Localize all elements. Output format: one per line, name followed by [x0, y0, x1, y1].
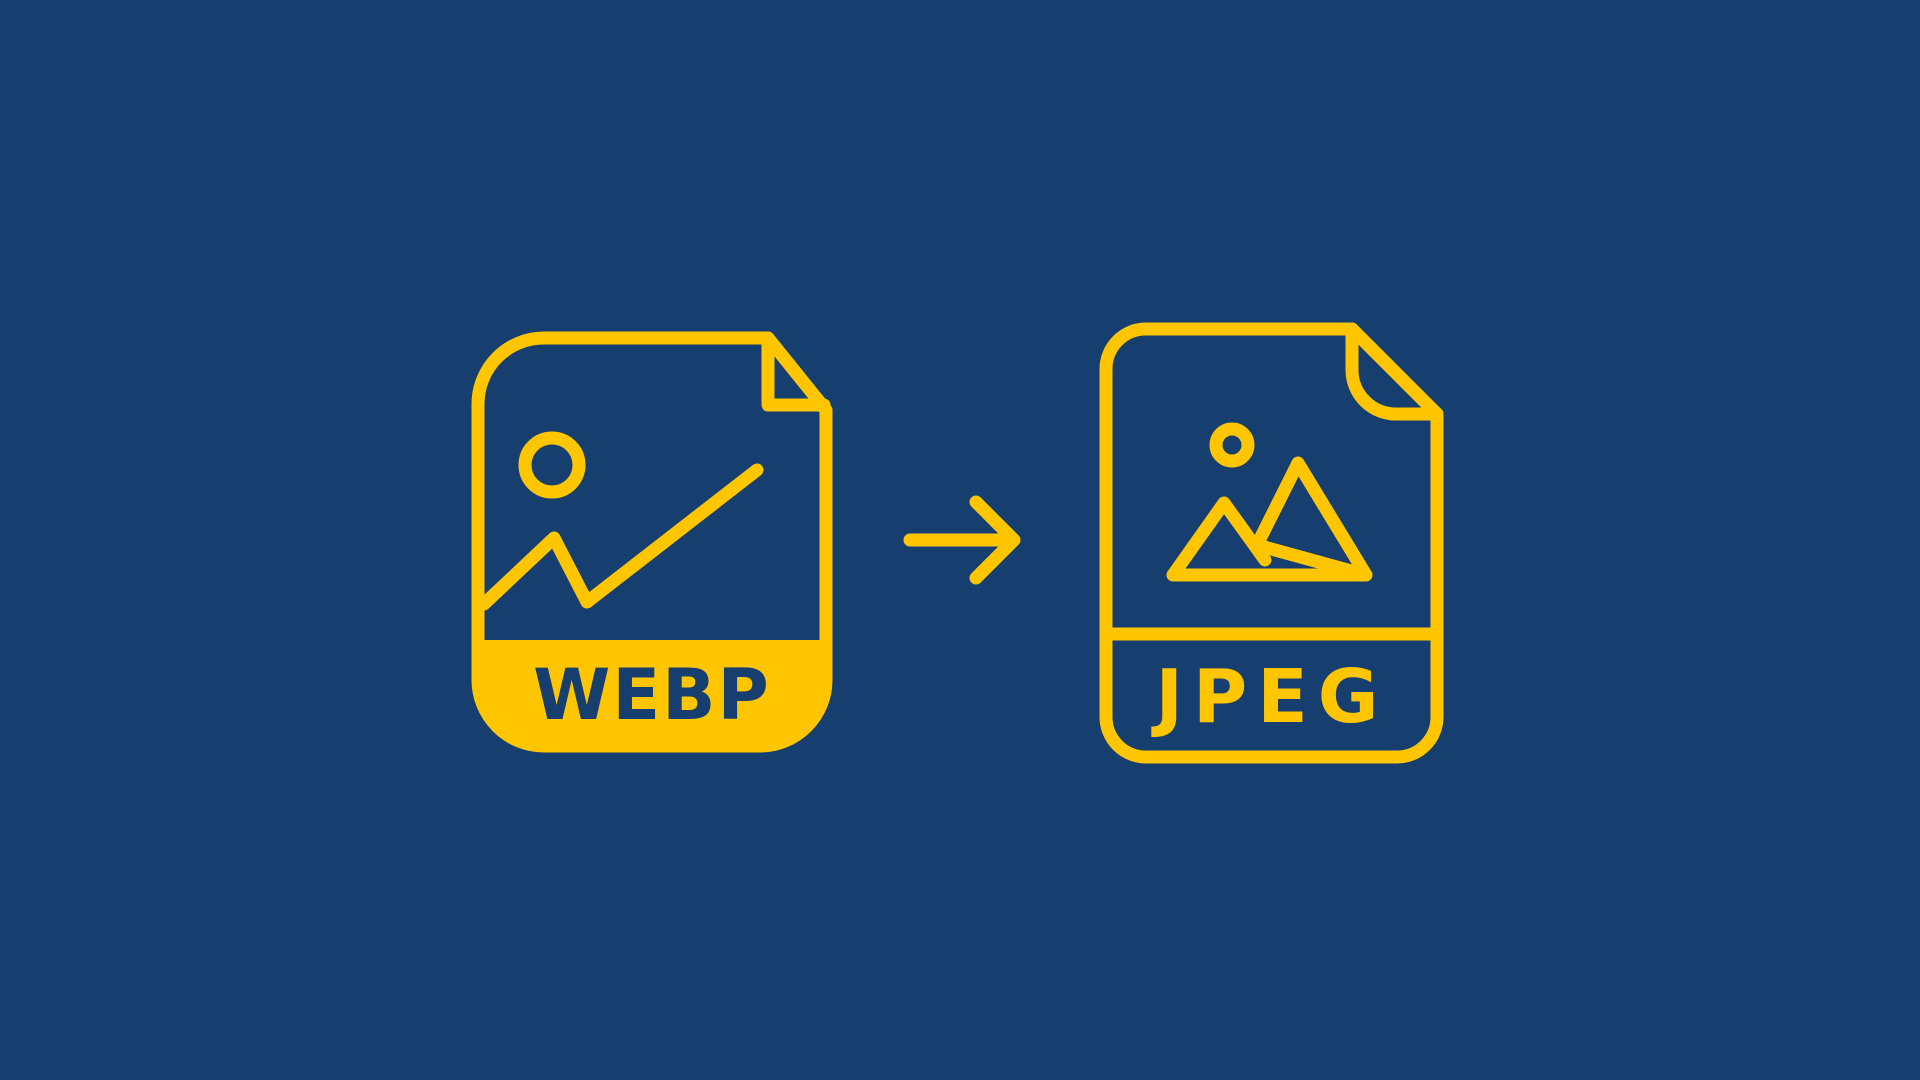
jpeg-file-icon: JPEG [1099, 322, 1444, 764]
webp-file-icon: WEBP [471, 331, 833, 753]
arrow-right-icon [903, 495, 1021, 585]
jpeg-label: JPEG [1150, 654, 1388, 740]
arrow-head [969, 495, 1021, 585]
webp-label-band [478, 640, 826, 746]
jpeg-document-outline [1099, 322, 1444, 764]
jpeg-mountains-icon [1166, 456, 1373, 582]
webp-zigzag-line [477, 463, 764, 611]
webp-folded-corner [761, 331, 831, 412]
webp-sun-icon [518, 431, 586, 499]
webp-label: WEBP [533, 654, 771, 736]
webp-document-outline [471, 331, 833, 753]
jpeg-folded-corner [1345, 322, 1444, 421]
jpeg-sun-icon [1209, 422, 1255, 468]
